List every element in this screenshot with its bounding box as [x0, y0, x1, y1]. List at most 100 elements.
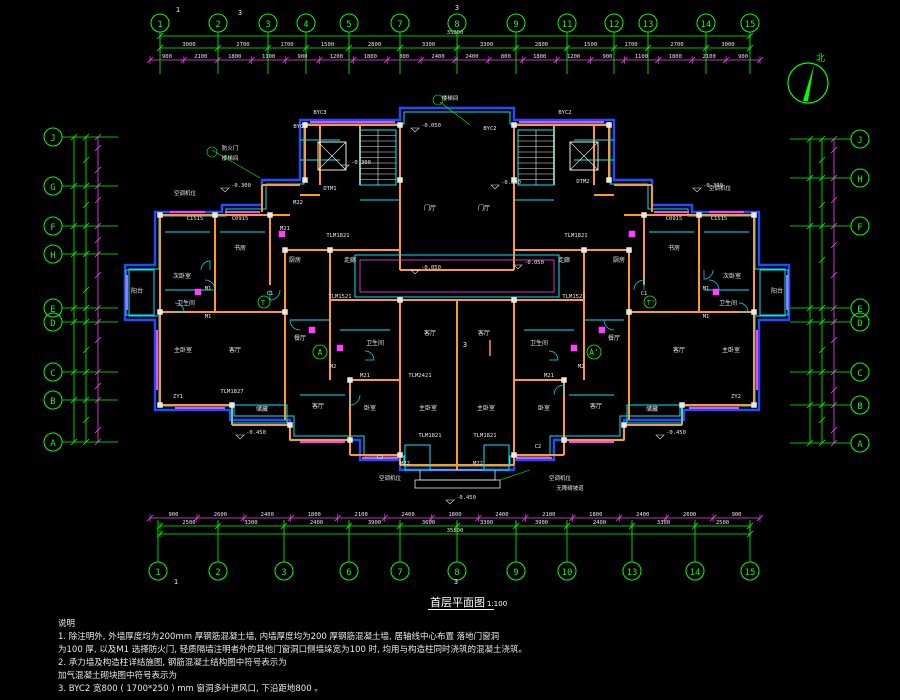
column: [511, 122, 517, 128]
component-tag: M1: [703, 286, 710, 292]
level-text: -0.300: [703, 183, 723, 189]
door-swing: [349, 394, 361, 406]
top-axis-label: 7: [397, 20, 402, 30]
top-axis-label: 13: [643, 20, 654, 30]
right-dim-col3-tick: [830, 336, 838, 344]
top-axis-label: 5: [346, 20, 351, 30]
bottom-axis-sub-label: 3: [454, 578, 458, 586]
elevator-right-x2: [569, 141, 599, 171]
top-row2-dim-text: 1800: [228, 54, 241, 60]
bottom-row2-dim-text: 1800: [308, 512, 321, 518]
column: [282, 247, 288, 253]
room-label: 卫生间: [177, 299, 195, 307]
door-swing: [548, 350, 559, 361]
note-line-1: 1. 除注明外, 外墙厚度均为200mm 厚钢筋混凝土墙, 内墙厚度均为200 …: [58, 632, 500, 642]
top-row2-dim-text: 800: [501, 54, 511, 60]
level-text: -0.050: [421, 123, 441, 129]
column: [157, 402, 163, 408]
bottom-row2-dim-text: 1800: [448, 512, 461, 518]
left-dim-col2-tick: [82, 346, 90, 354]
annotation-text: 无障碍坡道: [556, 484, 584, 492]
right-axis-label: E: [857, 305, 862, 315]
component-tag: M22: [293, 200, 303, 206]
door-swing: [703, 269, 714, 280]
bottom-row2-dim-text: 2400: [495, 512, 508, 518]
bottom-row2-dim-text: 2600: [214, 512, 227, 518]
unit-label: A': [589, 348, 599, 357]
door-swing: [603, 319, 615, 331]
left-axis-label: J: [50, 134, 55, 144]
component-tag: BYC3: [313, 110, 326, 116]
top-row2-dim-text: 1200: [567, 54, 580, 60]
room-label: 餐厅: [294, 334, 306, 342]
elevator-right: [569, 141, 599, 171]
room-label: 卧室: [538, 404, 550, 412]
bottom-axis-label: 15: [745, 568, 756, 578]
right-dim-col3-tick: [830, 271, 838, 279]
component-tag: C1: [267, 291, 274, 297]
level-symbol: [513, 264, 523, 270]
room-label: 厨房: [289, 256, 301, 264]
component-tag: M1: [703, 314, 710, 320]
top-row1-dim-text: 2700: [236, 42, 249, 48]
level-symbol: [445, 499, 455, 505]
bay-left: [231, 404, 288, 424]
right-dim-col2-tick: [818, 156, 826, 164]
column: [751, 309, 757, 315]
left-dim-col3-tick: [94, 336, 102, 344]
component-tag: ZY1: [173, 394, 183, 400]
top-overall-dim-text: 35800: [447, 30, 464, 36]
fixture-marker: [628, 230, 636, 238]
room-label: 次卧室: [173, 272, 191, 280]
bottom-row1-dim-text: 3900: [368, 520, 381, 526]
top-row2-dim-text: 900: [603, 54, 613, 60]
component-tag: M21: [360, 373, 370, 379]
note-line-1b: 为100 厚, 以及M1 选择防火门, 轻质隔墙注明者外的其他门窗洞口侧墙垛宽为…: [58, 645, 528, 655]
room-label: 卫生间: [530, 339, 548, 347]
column: [679, 402, 685, 408]
top-row1-dim-text: 2800: [535, 42, 548, 48]
detail-bubble: [206, 146, 218, 158]
top-row1-dim-text: 2800: [368, 42, 381, 48]
section-bubble: [257, 295, 271, 309]
bottom-axis-label: 14: [690, 568, 701, 578]
bottom-axis-label: 10: [562, 568, 573, 578]
room-label: 主卧室: [477, 404, 495, 412]
bottom-axis-label: 8: [454, 568, 459, 578]
right-dim-col3-tick: [830, 386, 838, 394]
section-tag: T: [261, 299, 266, 307]
left-dim-col3-tick: [94, 382, 102, 390]
right-dim-col2-tick: [818, 256, 826, 264]
component-tag: C1515: [187, 216, 204, 222]
top-row2-dim-text: 2400: [431, 54, 444, 60]
top-row1-dim-text: 1700: [624, 42, 637, 48]
bottom-row1-dim-text: 3600: [422, 520, 435, 526]
annotation-text: 空调机位: [549, 474, 572, 482]
top-row2-dim-text: 1100: [262, 54, 275, 60]
room-label: 厨房: [613, 256, 625, 264]
fixture-marker: [570, 344, 578, 352]
fixture-marker: [278, 230, 286, 238]
left-dim-col3-tick: [94, 426, 102, 434]
top-row2-dim-text: 1200: [330, 54, 343, 60]
column: [229, 402, 235, 408]
left-axis-label: H: [50, 251, 55, 261]
door-swing: [204, 279, 216, 291]
column: [397, 177, 403, 183]
bottom-row2-dim-text: 900: [732, 512, 742, 518]
room-label: 阳台: [131, 287, 143, 295]
component-tag: M2: [578, 364, 585, 370]
top-row2-dim-text: 2100: [703, 54, 716, 60]
component-tag: C2: [377, 455, 384, 461]
component-tag: BYC2: [483, 126, 496, 132]
detail-bubble: [432, 94, 444, 106]
right-axis-label: J: [857, 136, 862, 146]
section-mark: 3: [463, 341, 467, 349]
top-row1-dim-text: 3300: [480, 42, 493, 48]
central-corridor-inner: [359, 259, 555, 293]
column: [511, 177, 517, 183]
component-tag: C2: [535, 444, 542, 450]
top-axis-label: 12: [609, 20, 620, 30]
